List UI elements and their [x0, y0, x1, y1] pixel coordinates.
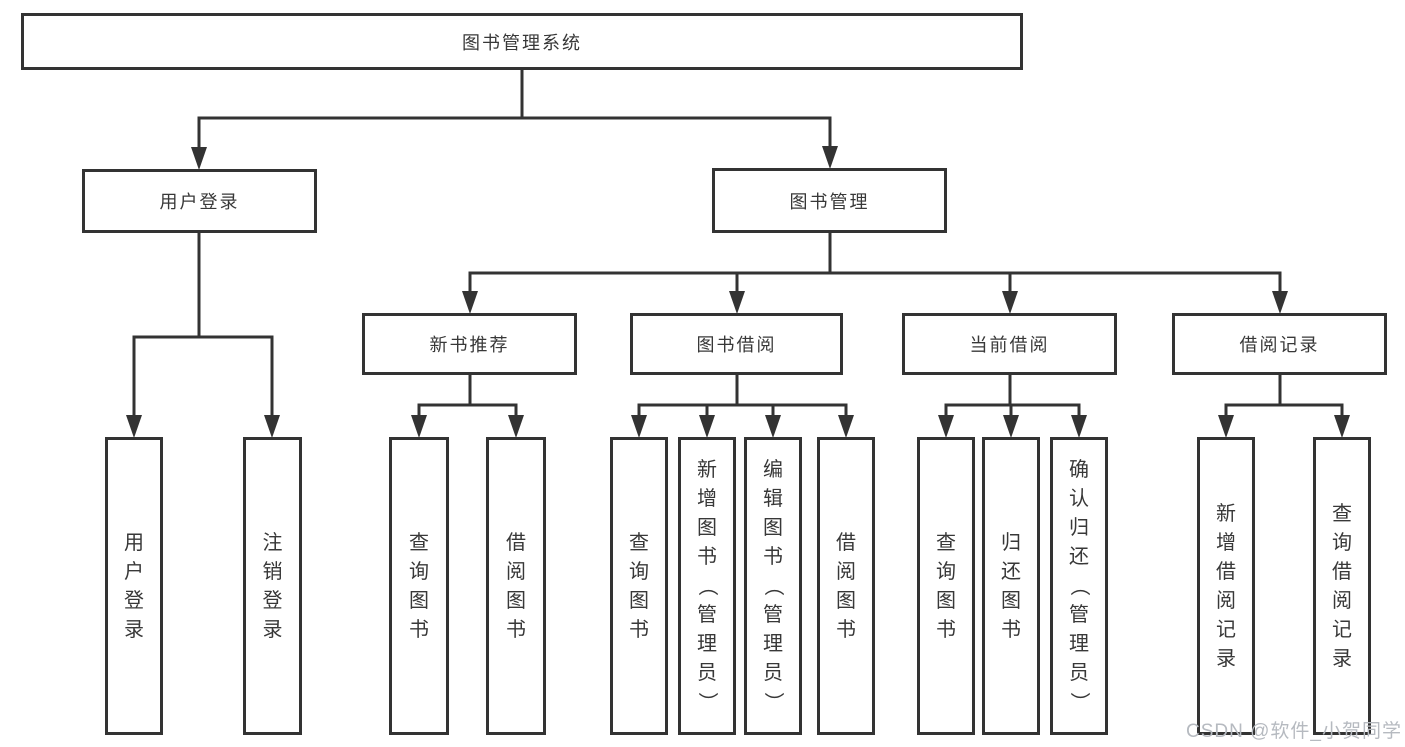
- leaf-borrow-book: 借阅图书: [486, 437, 546, 735]
- connector-borrowing-records-to-leaves: [1218, 375, 1350, 438]
- connector-current-borrowing-to-leaves: [938, 375, 1087, 438]
- leaf-query-book: 查询图书: [610, 437, 668, 735]
- leaf-add-book-admin: 新增图书（管理员）: [678, 437, 736, 735]
- node-user-login: 用户登录: [82, 169, 317, 233]
- leaf-borrow-book: 借阅图书: [817, 437, 875, 735]
- csdn-watermark: CSDN @软件_小贺同学: [1186, 721, 1402, 742]
- leaf-query-borrow-record: 查询借阅记录: [1313, 437, 1371, 735]
- connector-root-to-level2: [191, 70, 838, 170]
- leaf-confirm-return-admin: 确认归还（管理员）: [1050, 437, 1108, 735]
- node-root-system: 图书管理系统: [21, 13, 1023, 70]
- leaf-query-book: 查询图书: [389, 437, 449, 735]
- connector-book-management-to-level3: [462, 233, 1288, 314]
- node-new-book-recommend: 新书推荐: [362, 313, 577, 375]
- node-current-borrowing: 当前借阅: [902, 313, 1117, 375]
- leaf-logout: 注销登录: [243, 437, 302, 735]
- node-book-management: 图书管理: [712, 168, 947, 233]
- connector-new-book-recommend-to-leaves: [411, 375, 524, 438]
- connector-book-borrowing-to-leaves: [631, 375, 854, 438]
- node-borrowing-records: 借阅记录: [1172, 313, 1387, 375]
- leaf-user-login: 用户登录: [105, 437, 163, 735]
- leaf-query-book: 查询图书: [917, 437, 975, 735]
- leaf-edit-book-admin: 编辑图书（管理员）: [744, 437, 802, 735]
- leaf-return-book: 归还图书: [982, 437, 1040, 735]
- connector-user-login-to-leaves: [126, 233, 280, 438]
- leaf-add-borrow-record: 新增借阅记录: [1197, 437, 1255, 735]
- node-book-borrowing: 图书借阅: [630, 313, 843, 375]
